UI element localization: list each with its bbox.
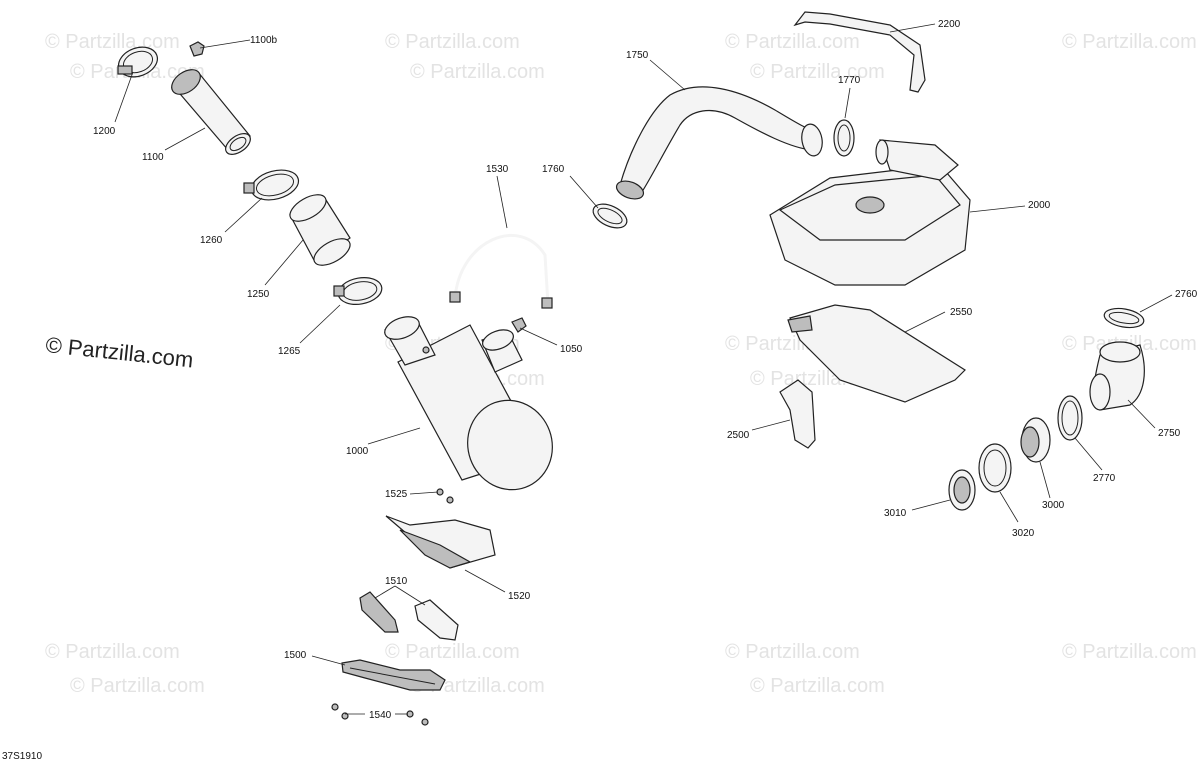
callout-2000[interactable]: 2000 [1028,200,1051,211]
callout-1520[interactable]: 1520 [508,591,531,602]
watermark: © Partzilla.com [70,675,205,697]
callout-1510[interactable]: 1510 [385,576,408,587]
part-1530-strap[interactable] [449,234,553,309]
part-1770-clamp[interactable] [833,119,855,157]
part-1760-clamp[interactable] [589,199,630,232]
watermark: © Partzilla.com [725,31,860,53]
callout-2750[interactable]: 2750 [1158,428,1181,439]
part-2200-strap[interactable] [793,11,926,93]
watermark: © Partzilla.com [750,675,885,697]
callout-2760[interactable]: 2760 [1175,289,1198,300]
part-1100b-clip[interactable] [189,41,205,57]
callout-1100[interactable]: 1100 [142,152,164,163]
callout-1000[interactable]: 1000 [346,446,369,457]
part-1750-exhaust-hose[interactable] [614,86,825,202]
watermark: © Partzilla.com [1062,641,1197,663]
part-2550-heat-shield[interactable] [787,304,966,403]
part-3000-fitting[interactable] [1020,417,1051,463]
watermark: © Partzilla.com [45,641,180,663]
callout-1050[interactable]: 1050 [560,344,583,355]
part-2500-bracket[interactable] [779,379,816,449]
callout-1265[interactable]: 1265 [278,346,301,357]
callout-3010[interactable]: 3010 [884,508,907,519]
leader-lines [114,23,1173,715]
watermark: © Partzilla.com [1062,31,1197,53]
callout-2500[interactable]: 2500 [727,430,750,441]
part-1050-clip[interactable] [511,317,527,333]
part-1000-muffler[interactable] [382,312,565,501]
callout-1250[interactable]: 1250 [247,289,270,300]
watermark: © Partzilla.com [410,61,545,83]
callout-2200[interactable]: 2200 [938,19,961,30]
diagram-code: 37S1910 [2,751,42,762]
part-2000-silencer-box[interactable] [769,139,971,286]
watermark: © Partzilla.com [385,31,520,53]
callout-1770[interactable]: 1770 [838,75,861,86]
callout-1540[interactable]: 1540 [369,710,392,721]
part-1525-screws[interactable] [436,488,454,504]
callout-1530[interactable]: 1530 [486,164,509,175]
callout-1200[interactable]: 1200 [93,126,116,137]
part-2750-elbow[interactable] [1089,341,1145,411]
callout-1760[interactable]: 1760 [542,164,565,175]
callout-1260[interactable]: 1260 [200,235,223,246]
watermark: © Partzilla.com [725,641,860,663]
part-1265-clamp[interactable] [333,274,384,307]
part-1520-heat-shield[interactable] [385,515,496,569]
watermark: © Partzilla.com [385,641,520,663]
part-3010-nut[interactable] [948,469,976,511]
callout-3020[interactable]: 3020 [1012,528,1035,539]
callout-1500[interactable]: 1500 [284,650,307,661]
part-1500-skid-plate[interactable] [341,659,446,691]
callout-2770[interactable]: 2770 [1093,473,1116,484]
callout-3000[interactable]: 3000 [1042,500,1065,511]
part-2760-clamp[interactable] [1103,306,1146,331]
part-1510-brackets[interactable] [359,591,459,641]
part-1540-screws[interactable] [331,703,429,726]
callout-1100b[interactable]: 1100b [250,35,278,46]
part-1260-clamp[interactable] [243,165,302,204]
part-3020-gasket[interactable] [978,443,1012,493]
callout-1525[interactable]: 1525 [385,489,408,500]
part-1250-sleeve[interactable] [286,189,355,270]
part-1200-clamp[interactable] [114,42,161,82]
part-1100-inlet-pipe[interactable] [167,65,254,159]
callout-1750[interactable]: 1750 [626,50,649,61]
brand-logo: © Partzilla.com [44,332,194,372]
callout-labels: 1100b 1200 1100 1260 1250 1265 1530 1050… [93,19,1198,721]
watermark: © Partzilla.com [750,61,885,83]
watermark: © Partzilla.com [45,31,180,53]
part-2770-clamp[interactable] [1057,395,1083,441]
callout-2550[interactable]: 2550 [950,307,973,318]
